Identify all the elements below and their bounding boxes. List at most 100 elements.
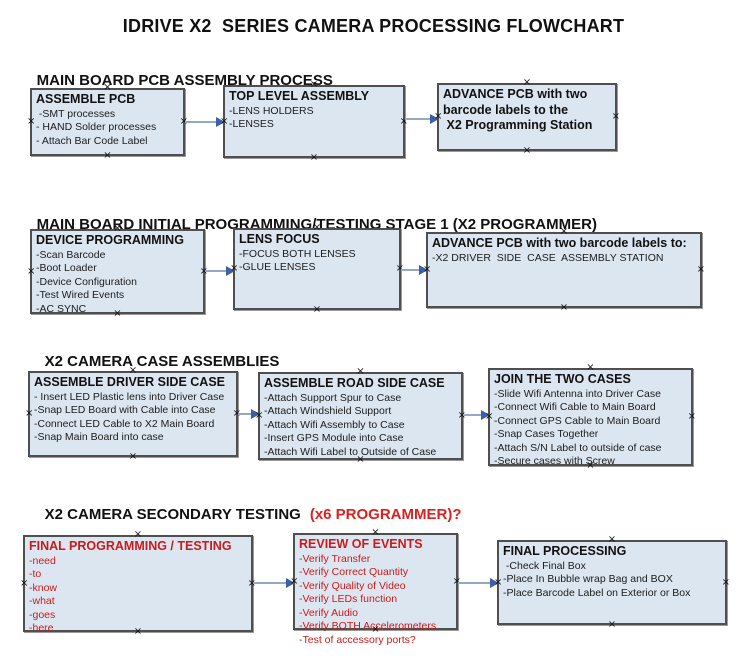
- box-item: -Attach Wifi Label to Outside of Case: [264, 445, 437, 458]
- box-item: -Place In Bubble wrap Bag and BOX: [503, 573, 673, 586]
- box-item: - HAND Solder processes: [36, 121, 157, 134]
- box-item: -Attach Wifi Assembly to Case: [264, 418, 405, 431]
- flow-arrow-icon: [238, 409, 260, 419]
- box-item: -Boot Loader: [36, 262, 97, 275]
- box-items: -FOCUS BOTH LENSES -GLUE LENSES: [239, 248, 395, 275]
- box-items: -Slide Wifi Antenna into Driver Case -Co…: [494, 388, 687, 469]
- box-item: -Device Configuration: [36, 275, 137, 288]
- box-item: -Connect GPS Cable to Main Board: [494, 414, 661, 427]
- box-items: -Attach Support Spur to Case -Attach Win…: [264, 392, 457, 460]
- box-item: -Scan Barcode: [36, 248, 106, 261]
- box-title: ASSEMBLE DRIVER SIDE CASE: [34, 375, 226, 389]
- box-title: TOP LEVEL ASSEMBLY: [229, 89, 370, 103]
- flow-arrow-icon: [463, 410, 490, 420]
- connector-handle-icon: ×: [457, 410, 466, 421]
- box-item: -LENS HOLDERS: [229, 104, 314, 117]
- box-item: -Snap Main Board into case: [34, 431, 164, 444]
- connector-handle-icon: ×: [607, 619, 617, 630]
- connector-handle-icon: ×: [27, 265, 36, 277]
- box-items: -X2 DRIVER SIDE CASE ASSEMBLY STATION: [432, 252, 696, 266]
- section-heading-text: MAIN BOARD INITIAL PROGRAMMING/TESTING S…: [36, 216, 597, 233]
- box-item: -goes: [29, 608, 56, 621]
- section-heading-secondary-testing: X2 CAMERA SECONDARY TESTING (x6 PROGRAMME…: [28, 489, 462, 540]
- connector-handle-icon: ×: [721, 576, 730, 588]
- section-heading-pcb-assembly: MAIN BOARD PCB ASSEMBLY PROCESS: [20, 55, 342, 106]
- process-box-advance-pcb-driver-side: × × × × ADVANCE PCB with two barcode lab…: [423, 227, 705, 313]
- box-item: -know: [29, 581, 58, 594]
- box-item: -FOCUS BOTH LENSES: [239, 247, 356, 260]
- box-items: -Verify Transfer -Verify Correct Quantit…: [299, 553, 452, 648]
- connector-handle-icon: ×: [103, 150, 112, 161]
- connector-handle-icon: ×: [522, 145, 532, 156]
- process-box-advance-pcb-programming-station: × × × × ADVANCE PCB with two barcode lab…: [434, 78, 620, 156]
- box-item: -Verify BOTH Accelerometers: [299, 620, 437, 633]
- box-items: -Check Final Box -Place In Bubble wrap B…: [503, 560, 721, 601]
- box-item: -Check Final Box: [503, 559, 586, 572]
- section-heading-text: X2 CAMERA SECONDARY TESTING: [44, 506, 301, 523]
- box-item: -Verify LEDs function: [299, 593, 398, 606]
- connector-handle-icon: ×: [27, 116, 36, 127]
- box-item: -SMT processes: [36, 107, 116, 120]
- connector-handle-icon: ×: [687, 411, 696, 422]
- box-item: -Verify Audio: [299, 606, 358, 619]
- box-item: -Insert GPS Module into Case: [264, 432, 404, 445]
- box-item: -Test Wired Events: [36, 289, 125, 302]
- connector-handle-icon: ×: [611, 111, 620, 122]
- flow-arrow-icon: [401, 265, 428, 275]
- box-item: -Verify Transfer: [299, 552, 371, 565]
- box-item: -Connect Wifi Cable to Main Board: [494, 401, 656, 414]
- flow-arrow-icon: [253, 578, 295, 588]
- connector-handle-icon: ×: [312, 304, 322, 315]
- box-items: -LENS HOLDERS -LENSES: [229, 105, 399, 132]
- box-item: -X2 DRIVER SIDE CASE ASSEMBLY STATION: [432, 251, 664, 264]
- box-item: -GLUE LENSES: [239, 261, 316, 274]
- section-heading-suffix: (x6 PROGRAMMER)?: [309, 506, 462, 523]
- process-box-assemble-driver-side-case: × × × × ASSEMBLE DRIVER SIDE CASE - Inse…: [25, 366, 241, 462]
- connector-handle-icon: ×: [309, 152, 319, 163]
- process-box-review-of-events: × × × × REVIEW OF EVENTS -Verify Transfe…: [290, 528, 461, 646]
- box-item: -Attach Support Spur to Case: [264, 391, 402, 404]
- box-item: -to: [29, 568, 42, 581]
- box-title: FINAL PROGRAMMING / TESTING: [29, 539, 232, 553]
- box-title: ADVANCE PCB with two barcode labels to t…: [443, 87, 593, 133]
- box-items: -need -to -know -what -goes -here: [29, 555, 247, 636]
- process-box-assemble-road-side-case: × × × × ASSEMBLE ROAD SIDE CASE -Attach …: [255, 367, 466, 465]
- connector-handle-icon: ×: [696, 264, 705, 275]
- box-item: -LENSES: [229, 118, 274, 131]
- process-box-join-the-two-cases: × × × × JOIN THE TWO CASES -Slide Wifi A…: [485, 363, 696, 471]
- box-item: -Test of accessory ports?: [299, 633, 416, 646]
- process-box-final-programming-testing: × × × × FINAL PROGRAMMING / TESTING -nee…: [20, 530, 256, 637]
- connector-handle-icon: ×: [25, 408, 34, 419]
- flow-arrow-icon: [405, 114, 439, 124]
- flowchart-title: IDRIVE X2 SERIES CAMERA PROCESSING FLOWC…: [122, 16, 625, 36]
- box-items: -SMT processes - HAND Solder processes -…: [36, 108, 179, 149]
- box-title: REVIEW OF EVENTS: [299, 537, 423, 551]
- process-box-lens-focus: × × × × LENS FOCUS -FOCUS BOTH LENSES -G…: [230, 223, 404, 315]
- box-items: - Insert LED Plastic lens into Driver Ca…: [34, 391, 232, 445]
- flow-arrow-icon: [185, 117, 225, 127]
- process-box-top-level-assembly: × × × × TOP LEVEL ASSEMBLY -LENS HOLDERS…: [220, 80, 408, 163]
- box-item: -Connect LED Cable to X2 Main Board: [34, 417, 215, 430]
- box-title: ASSEMBLE PCB: [36, 92, 136, 106]
- box-item: -need: [29, 554, 56, 567]
- box-items: -Scan Barcode -Boot Loader -Device Confi…: [36, 249, 199, 317]
- box-title: FINAL PROCESSING: [503, 544, 627, 558]
- box-item: -Snap LED Board with Cable into Case: [34, 404, 216, 417]
- box-item: -Place Barcode Label on Exterior or Box: [503, 586, 691, 599]
- box-item: - Insert LED Plastic lens into Driver Ca…: [34, 390, 225, 403]
- box-item: -Secure cases with Screw: [494, 455, 615, 468]
- box-title: ASSEMBLE ROAD SIDE CASE: [264, 376, 445, 390]
- flow-arrow-icon: [205, 266, 235, 276]
- connector-handle-icon: ×: [128, 451, 138, 462]
- box-item: -Verify Correct Quantity: [299, 566, 409, 579]
- box-item: -here: [29, 622, 54, 635]
- process-box-assemble-pcb: × × × × ASSEMBLE PCB -SMT processes - HA…: [27, 83, 188, 161]
- section-heading-text: X2 CAMERA CASE ASSEMBLIES: [44, 353, 280, 370]
- box-item: -Verify Quality of Video: [299, 579, 406, 592]
- section-heading-text: MAIN BOARD PCB ASSEMBLY PROCESS: [36, 72, 333, 89]
- box-item: -Snap Cases Together: [494, 428, 599, 441]
- box-item: -what: [29, 595, 55, 608]
- flow-arrow-icon: [458, 578, 499, 588]
- box-item: -Attach S/N Label to outside of case: [494, 441, 662, 454]
